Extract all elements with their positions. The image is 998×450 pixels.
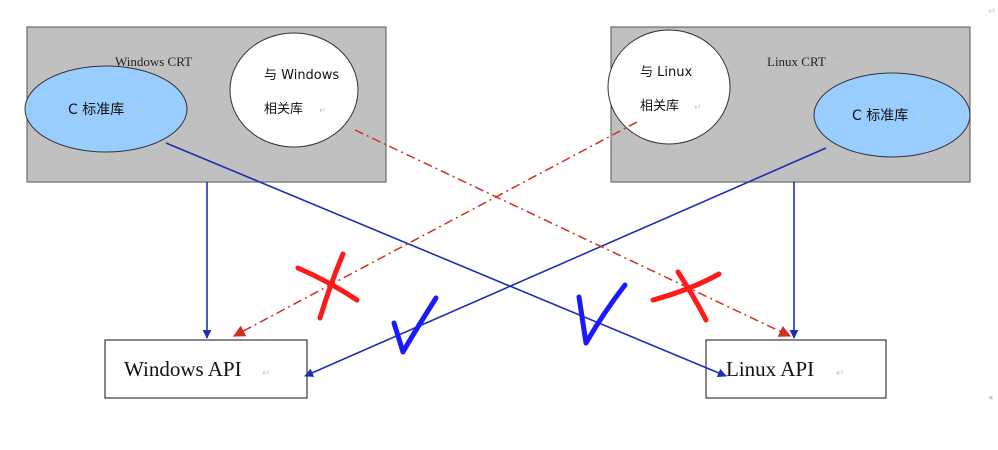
windows-related-lib-mark: ↵ — [319, 105, 327, 115]
edge-mark-bottom: ◂ — [988, 392, 993, 402]
linux-crt-group: Linux CRT ↵ 与 Linux 相关库 ↵ C 标准库 ↵ — [607, 26, 971, 183]
linux-related-lib-to-windows-api-arrow — [232, 121, 638, 337]
linux-api-label: Linux API — [726, 357, 814, 381]
linux-api-group: Linux API ↵ — [705, 339, 887, 399]
windows-related-lib-line2: 相关库 — [264, 101, 303, 117]
linux-crt-title-mark: ↵ — [832, 58, 840, 68]
linux-related-lib-line1: 与 Linux — [640, 65, 692, 80]
linux-crt-title: Linux CRT — [767, 54, 826, 69]
windows-c-lib-to-linux-api-arrow — [165, 142, 727, 378]
windows-api-mark: ↵ — [262, 368, 270, 379]
linux-related-lib-mark: ↵ — [694, 102, 702, 112]
linux-api-box — [705, 339, 887, 399]
linux-api-mark: ↵ — [836, 368, 844, 379]
windows-crt-title-mark: ↵ — [194, 58, 202, 68]
check-mark-left — [391, 295, 439, 355]
cross-mark-left — [295, 251, 360, 321]
linux-related-lib-ellipse — [607, 29, 731, 145]
windows-crt-group: Windows CRT ↵ 与 Windows 相关库 ↵ C 标准库 ↵ — [24, 26, 387, 183]
linux-c-lib-mark: ↵ — [921, 112, 929, 122]
windows-api-label: Windows API — [124, 357, 242, 381]
linux-c-lib-to-windows-api-arrow — [304, 147, 827, 377]
windows-related-lib-ellipse — [229, 32, 359, 148]
linux-c-lib-label: C 标准库 — [852, 108, 908, 124]
forbidden-connections — [232, 121, 792, 337]
cross-mark-right — [650, 269, 722, 323]
linux-related-lib-line2: 相关库 — [640, 98, 679, 114]
check-mark-right — [576, 282, 628, 346]
windows-related-lib-line1: 与 Windows — [264, 68, 339, 83]
linux-c-lib-ellipse — [813, 72, 971, 158]
edge-mark-top: ↵ — [988, 6, 996, 16]
windows-c-lib-ellipse — [24, 65, 188, 153]
windows-c-lib-label: C 标准库 — [68, 102, 124, 118]
windows-crt-title: Windows CRT — [115, 54, 192, 69]
allowed-connections — [165, 142, 827, 378]
windows-api-group: Windows API ↵ — [104, 339, 308, 399]
windows-related-lib-to-linux-api-arrow — [354, 129, 792, 337]
windows-c-lib-mark: ↵ — [137, 106, 145, 116]
